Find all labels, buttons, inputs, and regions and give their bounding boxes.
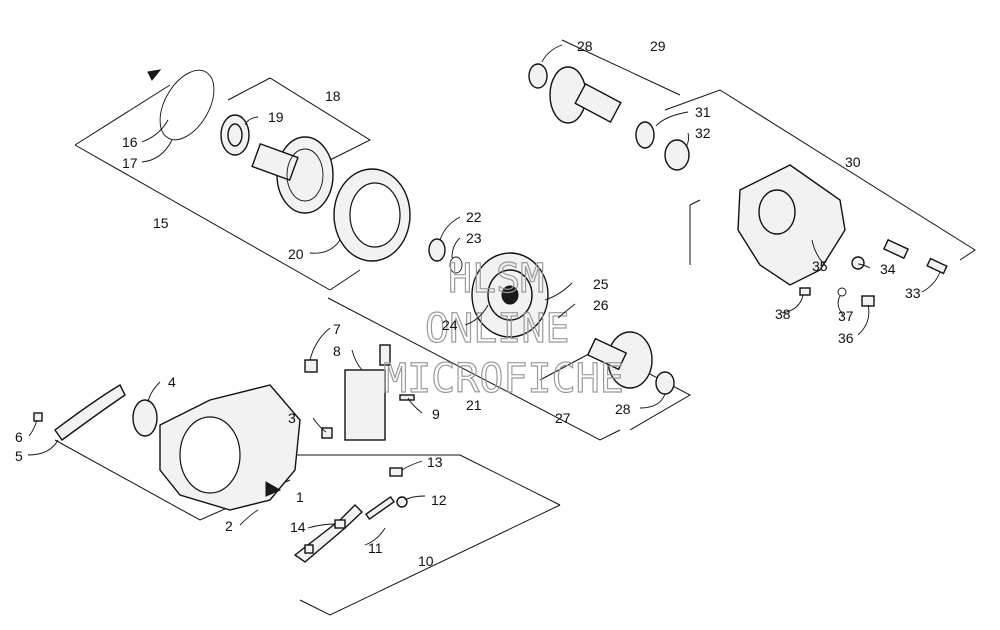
seal-4 — [132, 399, 158, 437]
callout-15: 15 — [153, 215, 169, 231]
bearing-19 — [220, 114, 250, 156]
callout-21: 21 — [466, 397, 482, 413]
sensor-34-33 — [799, 238, 948, 307]
retaining-ring — [147, 69, 215, 141]
planetary-gear-assembly — [471, 252, 549, 338]
callout-37: 37 — [838, 308, 854, 324]
callout-4: 4 — [168, 374, 176, 390]
bearing-22 — [428, 238, 463, 274]
shift-fork-10 — [293, 467, 408, 563]
watermark-line-2: ONLINE — [425, 306, 570, 352]
callout-27: 27 — [555, 410, 571, 426]
callout-35: 35 — [812, 258, 828, 274]
callout-33: 33 — [905, 285, 921, 301]
leader-lines — [27, 44, 941, 546]
callout-1: 1 — [296, 489, 304, 505]
callout-29: 29 — [650, 38, 666, 54]
callout-30: 30 — [845, 154, 861, 170]
callout-23: 23 — [466, 230, 482, 246]
callout-6: 6 — [15, 429, 23, 445]
callout-31: 31 — [695, 104, 711, 120]
callout-16: 16 — [122, 134, 138, 150]
output-gear-shaft-29 — [528, 63, 622, 124]
callout-8: 8 — [333, 343, 341, 359]
callout-22: 22 — [466, 209, 482, 225]
main-housing-1 — [159, 384, 301, 511]
watermark: HLSM ONLINE MICROFICHE — [382, 255, 624, 402]
callout-11: 11 — [368, 540, 383, 556]
callout-25: 25 — [593, 276, 609, 292]
callout-18: 18 — [325, 88, 341, 104]
callout-labels: 1 2 3 4 5 6 7 8 9 10 11 12 13 14 15 16 1… — [15, 38, 921, 569]
callout-28-bottom: 28 — [615, 401, 631, 417]
gear-shaft-27 — [586, 331, 675, 395]
callout-32: 32 — [695, 125, 711, 141]
callout-5: 5 — [15, 448, 23, 464]
callout-3: 3 — [288, 410, 296, 426]
callout-24: 24 — [442, 317, 458, 333]
callout-12: 12 — [431, 492, 447, 508]
callout-26: 26 — [593, 297, 609, 313]
brake-band-5 — [33, 384, 126, 441]
watermark-line-1: HLSM — [448, 256, 544, 302]
callout-2: 2 — [225, 518, 233, 534]
watermark-line-3: MICROFICHE — [383, 356, 624, 402]
callout-17: 17 — [122, 155, 138, 171]
callout-28-top: 28 — [577, 38, 593, 54]
callout-19: 19 — [268, 109, 284, 125]
callout-20: 20 — [288, 246, 304, 262]
seal-bearing-31-32 — [635, 121, 690, 171]
gear-case-cover-30 — [737, 164, 846, 286]
callout-34: 34 — [880, 261, 896, 277]
shift-bracket-8 — [304, 344, 415, 441]
callout-7: 7 — [333, 321, 341, 337]
callout-10: 10 — [418, 553, 434, 569]
callout-9: 9 — [432, 406, 440, 422]
callout-13: 13 — [427, 454, 443, 470]
clutch-drum-assembly — [251, 136, 334, 214]
ring-gear-20 — [333, 168, 411, 262]
callout-14: 14 — [290, 519, 306, 535]
callout-38: 38 — [775, 306, 791, 322]
callout-36: 36 — [838, 330, 854, 346]
